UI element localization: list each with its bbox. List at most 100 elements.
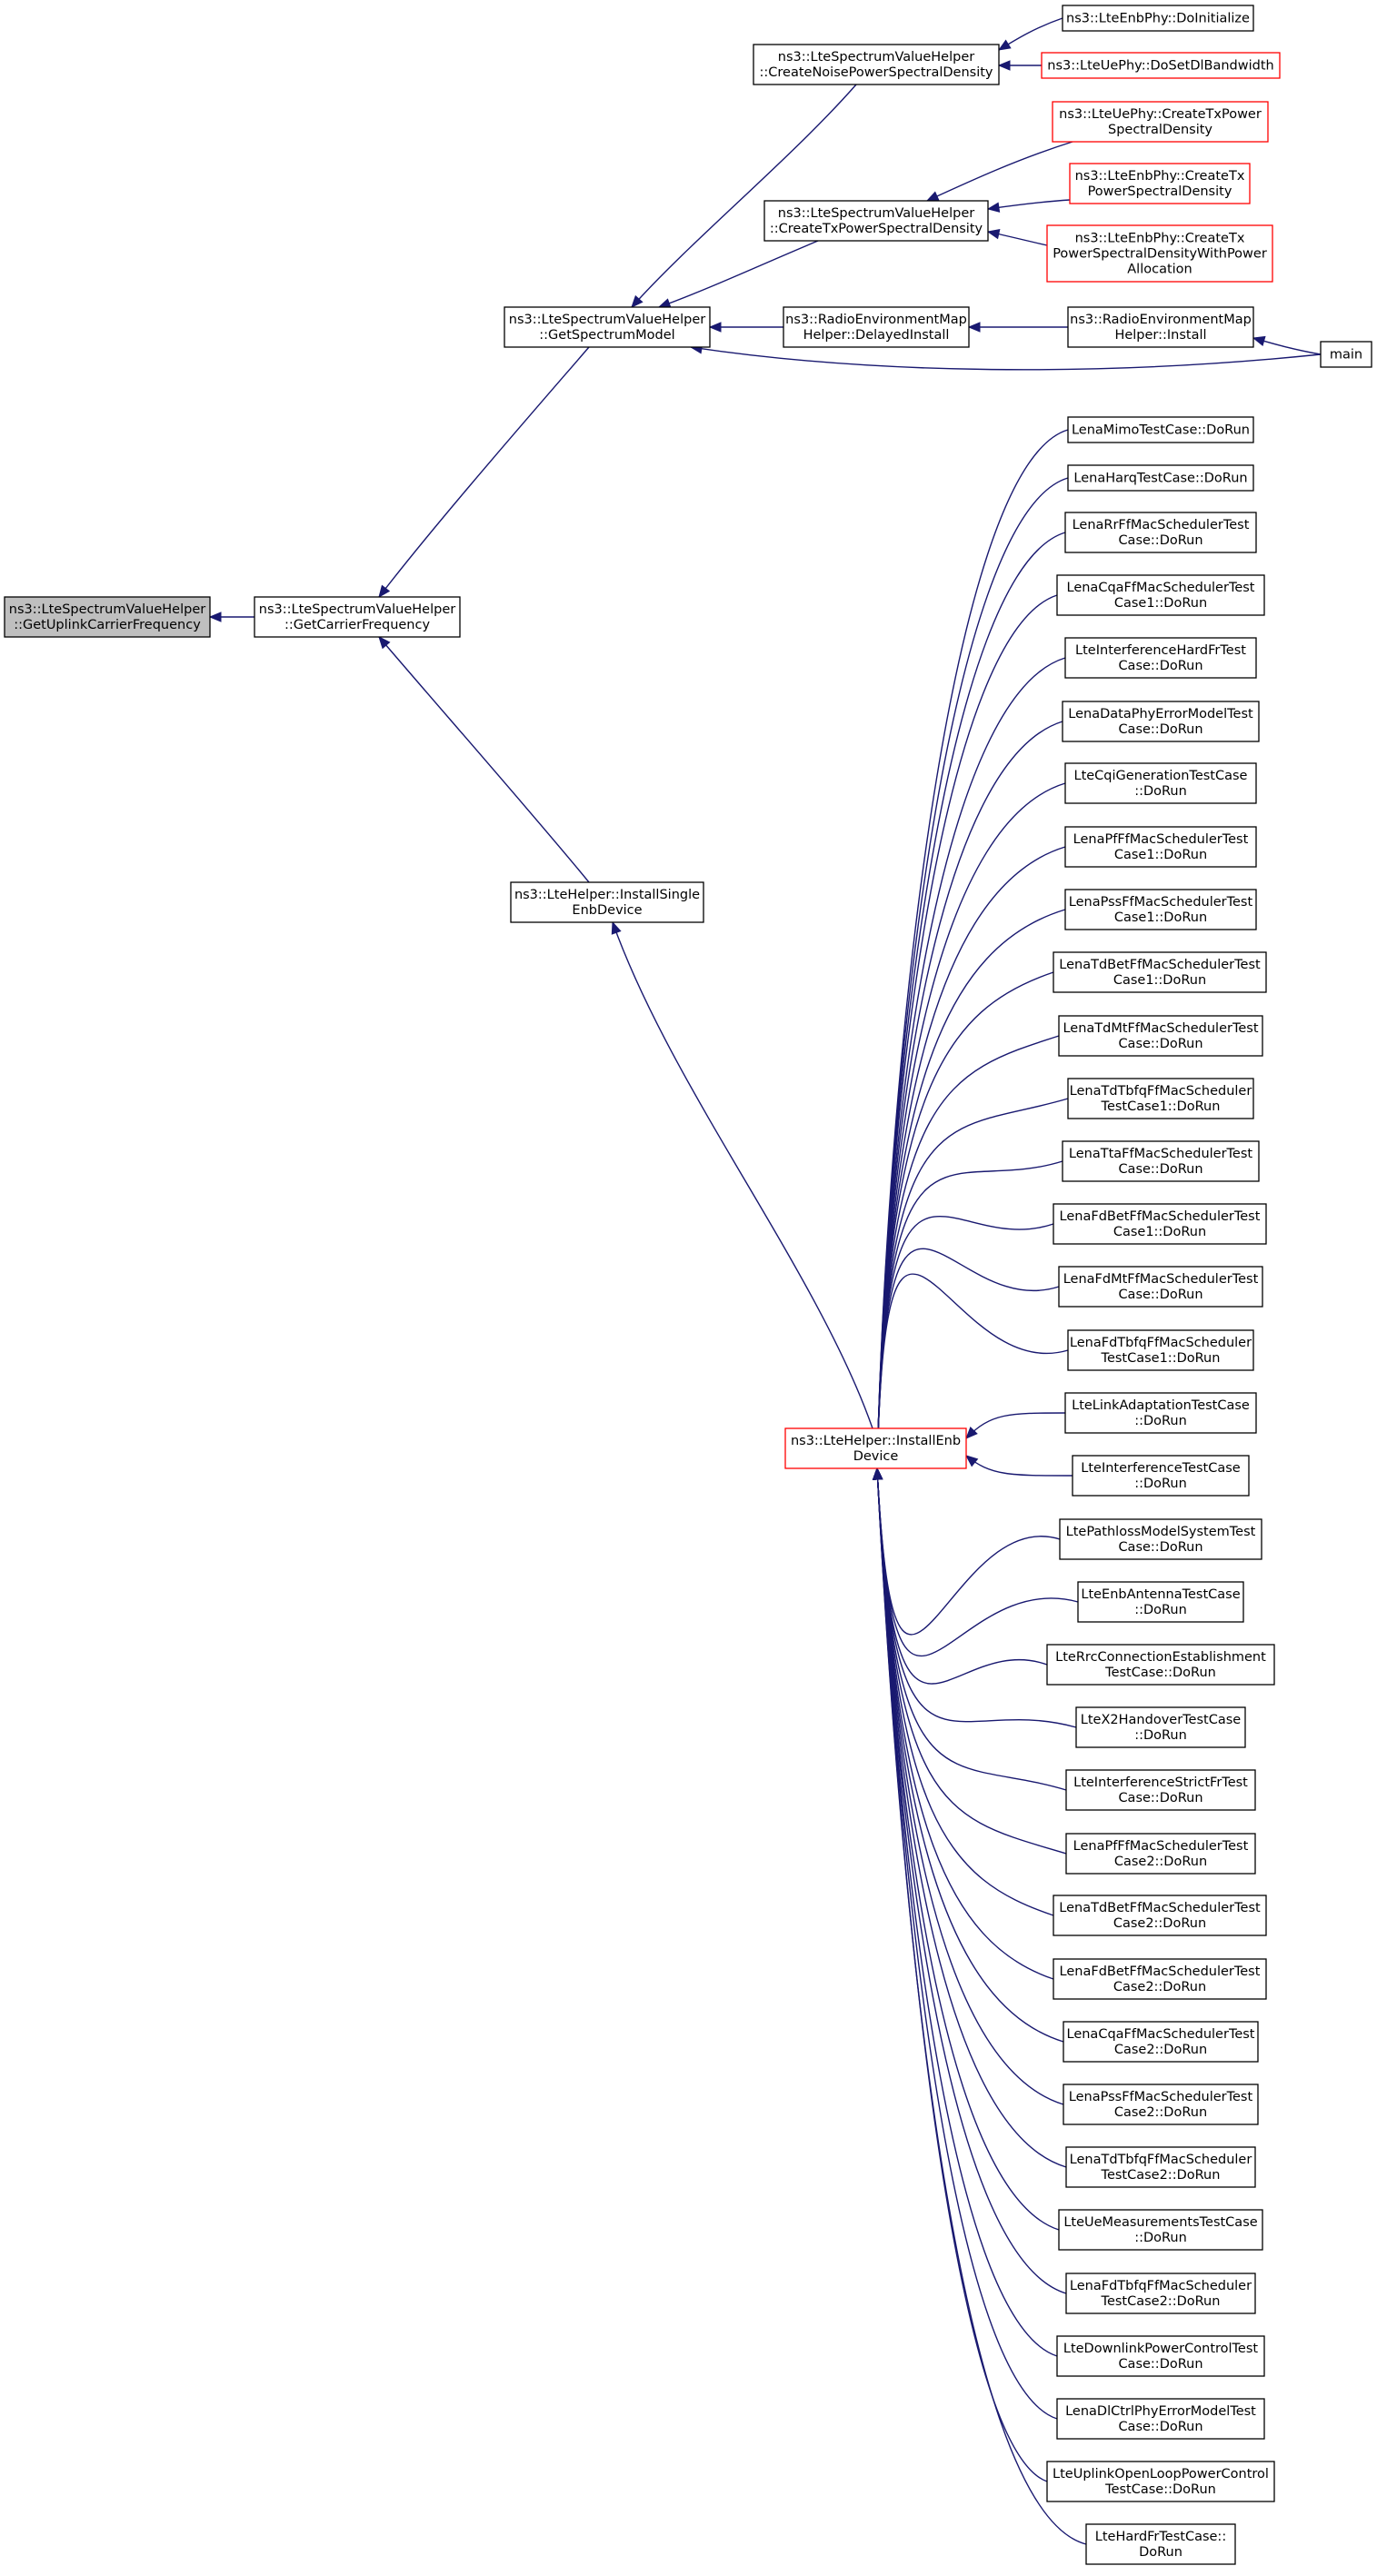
node-remdelayed[interactable]: ns3::RadioEnvironmentMapHelper::DelayedI… [783, 306, 970, 348]
node-box[interactable] [1056, 2398, 1265, 2440]
node-box[interactable] [1062, 701, 1260, 742]
node-box[interactable] [1053, 1895, 1267, 1936]
node-box[interactable] [1062, 5, 1254, 32]
node-box[interactable] [1077, 1581, 1244, 1623]
node-box[interactable] [1067, 1329, 1254, 1371]
node-box[interactable] [1072, 1455, 1250, 1497]
node-box[interactable] [1065, 2273, 1256, 2314]
node-box[interactable] [1064, 826, 1257, 868]
node-box[interactable] [1067, 1078, 1254, 1119]
node-t33[interactable]: LteUplinkOpenLoopPowerControlTestCase::D… [1046, 2461, 1275, 2502]
node-box[interactable] [1059, 1518, 1262, 1560]
node-box[interactable] [1053, 951, 1267, 993]
node-box[interactable] [1058, 1266, 1263, 1308]
node-box[interactable] [1320, 341, 1372, 368]
node-t6[interactable]: LteCqiGenerationTestCase::DoRun [1064, 762, 1257, 804]
node-box[interactable] [1063, 2084, 1259, 2125]
node-box[interactable] [4, 596, 211, 638]
node-box[interactable] [1058, 1015, 1263, 1057]
node-t19[interactable]: LteEnbAntennaTestCase::DoRun [1077, 1581, 1244, 1623]
node-uedl[interactable]: ns3::LteUePhy::DoSetDlBandwidth [1041, 52, 1281, 79]
node-uetx[interactable]: ns3::LteUePhy::CreateTxPowerSpectralDens… [1052, 101, 1269, 143]
node-box[interactable] [1053, 1958, 1267, 2000]
node-t17[interactable]: LteInterferenceTestCase::DoRun [1072, 1455, 1250, 1497]
node-box[interactable] [1065, 1833, 1256, 1875]
node-box[interactable] [1058, 2209, 1263, 2251]
node-focus[interactable]: ns3::LteSpectrumValueHelper::GetUplinkCa… [4, 596, 211, 638]
node-box[interactable] [783, 306, 970, 348]
node-t1[interactable]: LenaHarqTestCase::DoRun [1067, 464, 1254, 492]
node-t34[interactable]: LteHardFrTestCase::DoRun [1085, 2523, 1236, 2565]
node-box[interactable] [504, 306, 711, 348]
node-enbinit[interactable]: ns3::LteEnbPhy::DoInitialize [1062, 5, 1254, 32]
node-box[interactable] [1065, 1769, 1256, 1811]
node-box[interactable] [1067, 306, 1254, 348]
node-box[interactable] [1056, 574, 1265, 616]
node-getspectrum[interactable]: ns3::LteSpectrumValueHelper::GetSpectrum… [504, 306, 711, 348]
node-box[interactable] [1056, 2335, 1265, 2377]
node-getcarrier[interactable]: ns3::LteSpectrumValueHelper::GetCarrierF… [254, 596, 461, 638]
node-box[interactable] [1075, 1706, 1246, 1748]
node-t29[interactable]: LteUeMeasurementsTestCase::DoRun [1058, 2209, 1263, 2251]
node-box[interactable] [1046, 224, 1273, 283]
node-t21[interactable]: LteX2HandoverTestCase::DoRun [1075, 1706, 1246, 1748]
node-box[interactable] [753, 44, 1000, 85]
node-box[interactable] [510, 881, 704, 923]
node-box[interactable] [1063, 2021, 1259, 2063]
node-box[interactable] [763, 200, 989, 242]
node-box[interactable] [1064, 762, 1257, 804]
node-t20[interactable]: LteRrcConnectionEstablishmentTestCase::D… [1046, 1644, 1275, 1686]
node-box[interactable] [1046, 1644, 1275, 1686]
node-box[interactable] [1046, 2461, 1275, 2502]
node-t16[interactable]: LteLinkAdaptationTestCase::DoRun [1064, 1392, 1257, 1434]
node-box[interactable] [1064, 889, 1257, 930]
node-box[interactable] [1053, 1203, 1267, 1245]
node-box[interactable] [1064, 1392, 1257, 1434]
node-box[interactable] [254, 596, 461, 638]
node-main[interactable]: main [1320, 341, 1372, 368]
node-box[interactable] [784, 1427, 967, 1469]
node-enbtxpa[interactable]: ns3::LteEnbPhy::CreateTxPowerSpectralDen… [1046, 224, 1273, 283]
node-box[interactable] [1041, 52, 1281, 79]
node-noisepsd[interactable]: ns3::LteSpectrumValueHelper::CreateNoise… [753, 44, 1000, 85]
node-box[interactable] [1085, 2523, 1236, 2565]
node-box[interactable] [1065, 2146, 1256, 2188]
node-box[interactable] [1069, 163, 1251, 204]
node-t0[interactable]: LenaMimoTestCase::DoRun [1067, 416, 1254, 443]
node-box[interactable] [1067, 416, 1254, 443]
node-box[interactable] [1064, 637, 1257, 679]
node-box[interactable] [1064, 512, 1257, 553]
node-txpsd[interactable]: ns3::LteSpectrumValueHelper::CreateTxPow… [763, 200, 989, 242]
node-box[interactable] [1062, 1140, 1260, 1182]
node-enbtx[interactable]: ns3::LteEnbPhy::CreateTxPowerSpectralDen… [1069, 163, 1251, 204]
node-box[interactable] [1067, 464, 1254, 492]
node-box[interactable] [1052, 101, 1269, 143]
